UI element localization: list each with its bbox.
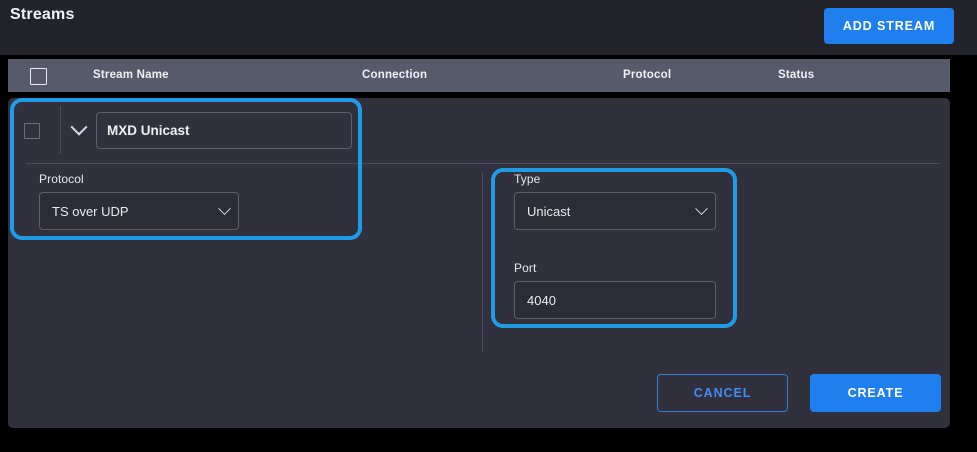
column-divider xyxy=(482,172,483,352)
top-bar: Streams ADD STREAM xyxy=(0,0,977,55)
protocol-select[interactable]: TS over UDP xyxy=(39,192,239,230)
chevron-down-icon[interactable] xyxy=(66,118,92,142)
stream-name-input[interactable] xyxy=(96,112,352,149)
chevron-down-icon xyxy=(687,201,715,216)
type-select[interactable]: Unicast xyxy=(514,192,716,230)
chevron-down-icon xyxy=(210,201,238,216)
cancel-button[interactable]: CANCEL xyxy=(657,374,788,412)
port-input[interactable] xyxy=(514,281,716,319)
section-divider xyxy=(26,163,940,164)
column-header-connection[interactable]: Connection xyxy=(362,69,428,81)
column-header-stream-name[interactable]: Stream Name xyxy=(93,69,169,81)
type-label: Type xyxy=(514,172,541,186)
type-select-value: Unicast xyxy=(527,203,571,219)
column-header-status[interactable]: Status xyxy=(778,69,815,81)
select-all-checkbox[interactable] xyxy=(30,68,47,85)
protocol-label: Protocol xyxy=(39,172,84,186)
page-title: Streams xyxy=(10,6,75,23)
add-stream-button[interactable]: ADD STREAM xyxy=(824,8,954,44)
column-header-protocol[interactable]: Protocol xyxy=(623,69,672,81)
create-button[interactable]: CREATE xyxy=(810,374,941,412)
port-label: Port xyxy=(514,261,537,275)
stream-row-checkbox[interactable] xyxy=(24,123,40,139)
table-header-row: Stream Name Connection Protocol Status xyxy=(8,59,950,92)
new-stream-panel: Protocol TS over UDP Type Unicast Port C… xyxy=(8,98,950,428)
row-divider xyxy=(60,106,61,154)
protocol-select-value: TS over UDP xyxy=(52,203,129,219)
